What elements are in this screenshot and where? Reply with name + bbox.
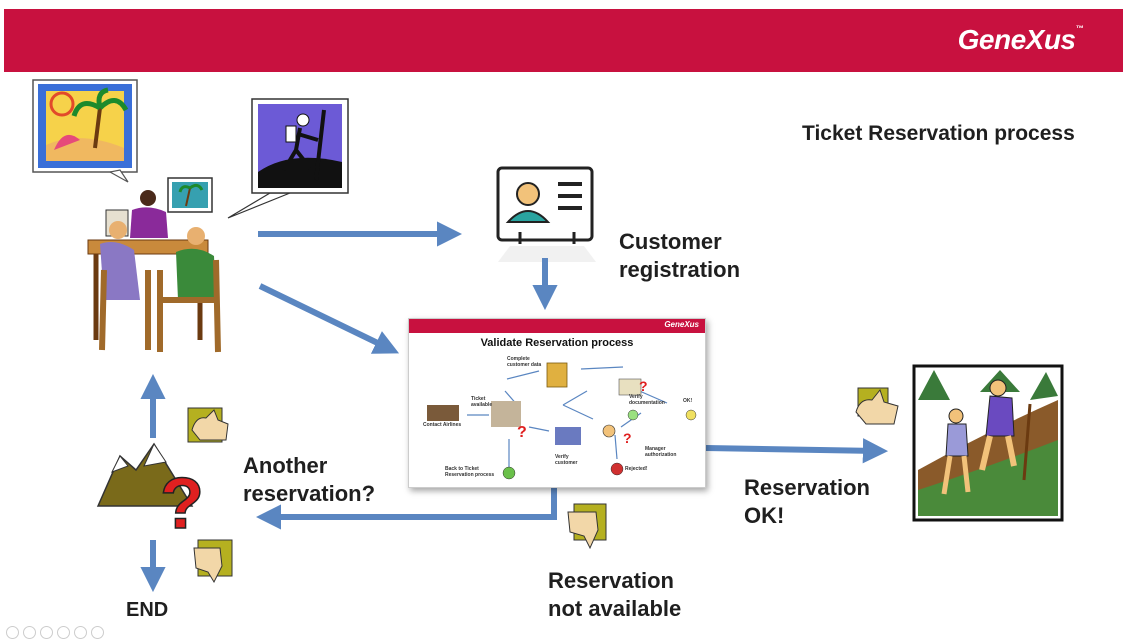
flow-arrows (140, 221, 889, 593)
travel-agency-office-image (87, 177, 221, 353)
thumbs-down-icon (567, 503, 607, 550)
validate-reservation-thumbnail: GeneXus Validate Reservation process ? ?… (408, 318, 706, 488)
mountain-question-image: ? (96, 442, 205, 545)
thumbs-down-icon (193, 539, 233, 584)
document-icon (618, 378, 642, 396)
arrow-to-another-reservation (255, 488, 557, 530)
mini-rejected: Rejected! (625, 466, 648, 472)
label-another-reservation: Another reservation? (243, 453, 376, 506)
prev-slide-icon[interactable] (6, 626, 19, 639)
thumbs-up-icon (187, 407, 229, 443)
label-customer-registration: Customer registration (619, 229, 741, 282)
slide-controls[interactable] (6, 626, 104, 639)
svg-text:?: ? (639, 378, 648, 394)
slides-icon[interactable] (57, 626, 70, 639)
mini-contact-airlines: Contact Airlines (423, 422, 462, 428)
verify-customer-icon (555, 427, 581, 445)
header-bar: GeneXus™ (4, 9, 1123, 72)
arrow-to-validate-process-direct (258, 283, 400, 354)
zoom-icon[interactable] (74, 626, 87, 639)
ticket-icon (491, 401, 521, 427)
thumbnail-title: Validate Reservation process (480, 337, 634, 349)
hikers-success-image (912, 364, 1064, 522)
thumbnail-logo: GeneXus (664, 320, 699, 329)
next-slide-icon[interactable] (23, 626, 36, 639)
question-mark: ? (160, 464, 204, 544)
thumbnail-header: GeneXus (409, 319, 705, 333)
mini-ok: OK! (683, 398, 693, 404)
hiker-bubble (227, 98, 349, 219)
label-reservation-not-available: Reservation not available (548, 568, 682, 621)
arrow-to-reservation-ok (705, 438, 889, 464)
genexus-logo: GeneXus™ (957, 24, 1084, 55)
thumbs-up-icon (855, 387, 899, 425)
svg-text:?: ? (623, 430, 632, 446)
beach-postcard-bubble (32, 79, 138, 183)
label-end: END (126, 599, 169, 621)
contact-airlines-icon (427, 405, 459, 421)
folder-icon (546, 362, 568, 388)
page-title: Ticket Reservation process (802, 122, 1075, 145)
label-reservation-ok: Reservation OK! (744, 475, 870, 528)
more-icon[interactable] (91, 626, 104, 639)
pen-icon[interactable] (40, 626, 53, 639)
customer-card-icon (496, 166, 596, 262)
thumbnail-flow: ? ? ? (427, 362, 697, 480)
svg-text:?: ? (517, 424, 527, 441)
